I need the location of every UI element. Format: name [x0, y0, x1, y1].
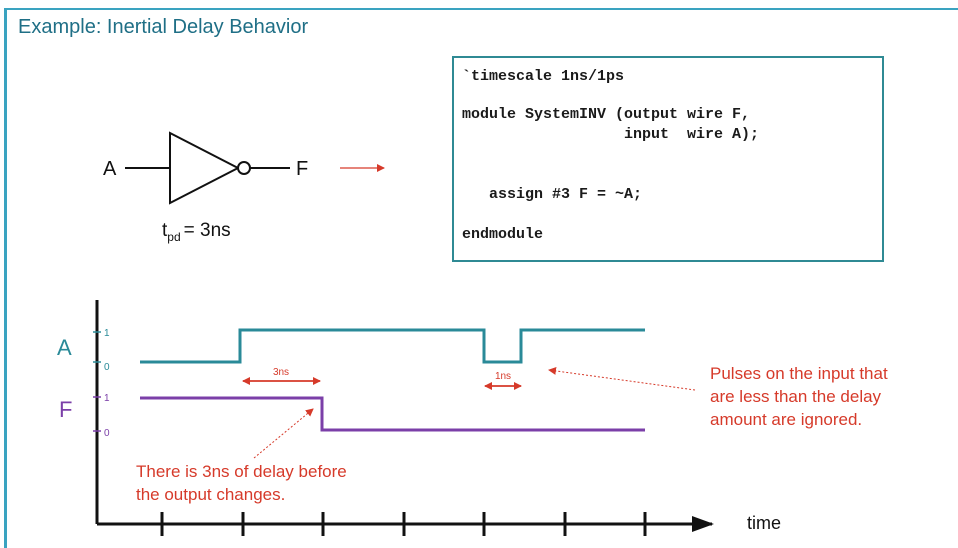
annotation-delay-line-1: There is 3ns of delay before	[136, 462, 347, 481]
gate-triangle	[169, 131, 241, 205]
slide-frame-left	[4, 8, 7, 548]
signal-f-waveform	[140, 396, 645, 432]
code-line-module: module SystemINV (output wire F,	[462, 106, 751, 123]
signal-a-name: A	[57, 335, 72, 360]
verilog-code-box: `timescale 1ns/1ps module SystemINV (out…	[452, 56, 884, 262]
gate-inversion-bubble	[237, 161, 251, 175]
gate-output-label: F	[296, 158, 308, 180]
signal-a-low-label: 0	[104, 362, 110, 373]
delay-marker-3ns: 3ns	[242, 367, 321, 385]
delay-marker-label: 3ns	[273, 367, 289, 378]
pulse-marker-label: 1ns	[495, 371, 511, 382]
code-line-timescale: `timescale 1ns/1ps	[462, 68, 625, 85]
code-line-endmodule: endmodule	[462, 226, 544, 243]
gate-input-label: A	[103, 158, 117, 180]
signal-f-name: F	[59, 397, 72, 422]
annotation-delay-arrow	[253, 408, 314, 459]
signal-f: F 1 0	[59, 393, 645, 439]
code-line-assign: assign #3 F = ~A;	[462, 186, 643, 203]
pulse-marker-1ns: 1ns	[484, 371, 522, 390]
annotation-ignored-pulses: Pulses on the input that are less than t…	[548, 364, 888, 429]
signal-f-high-label: 1	[104, 393, 110, 404]
tpd-value: = 3ns	[184, 220, 231, 241]
signal-f-low-label: 0	[104, 428, 110, 439]
signal-a-waveform	[140, 328, 645, 364]
code-line-ports: input wire A);	[462, 126, 760, 143]
slide-frame-top	[4, 8, 958, 10]
timing-axes: time	[95, 300, 781, 536]
propagation-delay-label: tpd = 3ns	[162, 220, 231, 244]
annotation-ignored-line-1: Pulses on the input that	[710, 364, 888, 383]
signal-a-high-label: 1	[104, 328, 110, 339]
annotation-output-delay: There is 3ns of delay before the output …	[136, 408, 347, 504]
tpd-symbol: t	[162, 220, 168, 241]
tpd-subscript: pd	[167, 230, 180, 244]
time-axis-label: time	[747, 513, 781, 533]
annotation-ignored-line-3: amount are ignored.	[710, 410, 862, 429]
annotation-delay-line-2: the output changes.	[136, 485, 285, 504]
inverter-gate: A F tpd = 3ns	[103, 131, 308, 244]
annotation-ignored-arrow	[548, 366, 696, 391]
time-axis-ticks	[160, 512, 647, 536]
slide-title: Example: Inertial Delay Behavior	[18, 16, 309, 38]
signal-a: A 1 0	[57, 328, 645, 373]
annotation-ignored-line-2: are less than the delay	[710, 387, 882, 406]
